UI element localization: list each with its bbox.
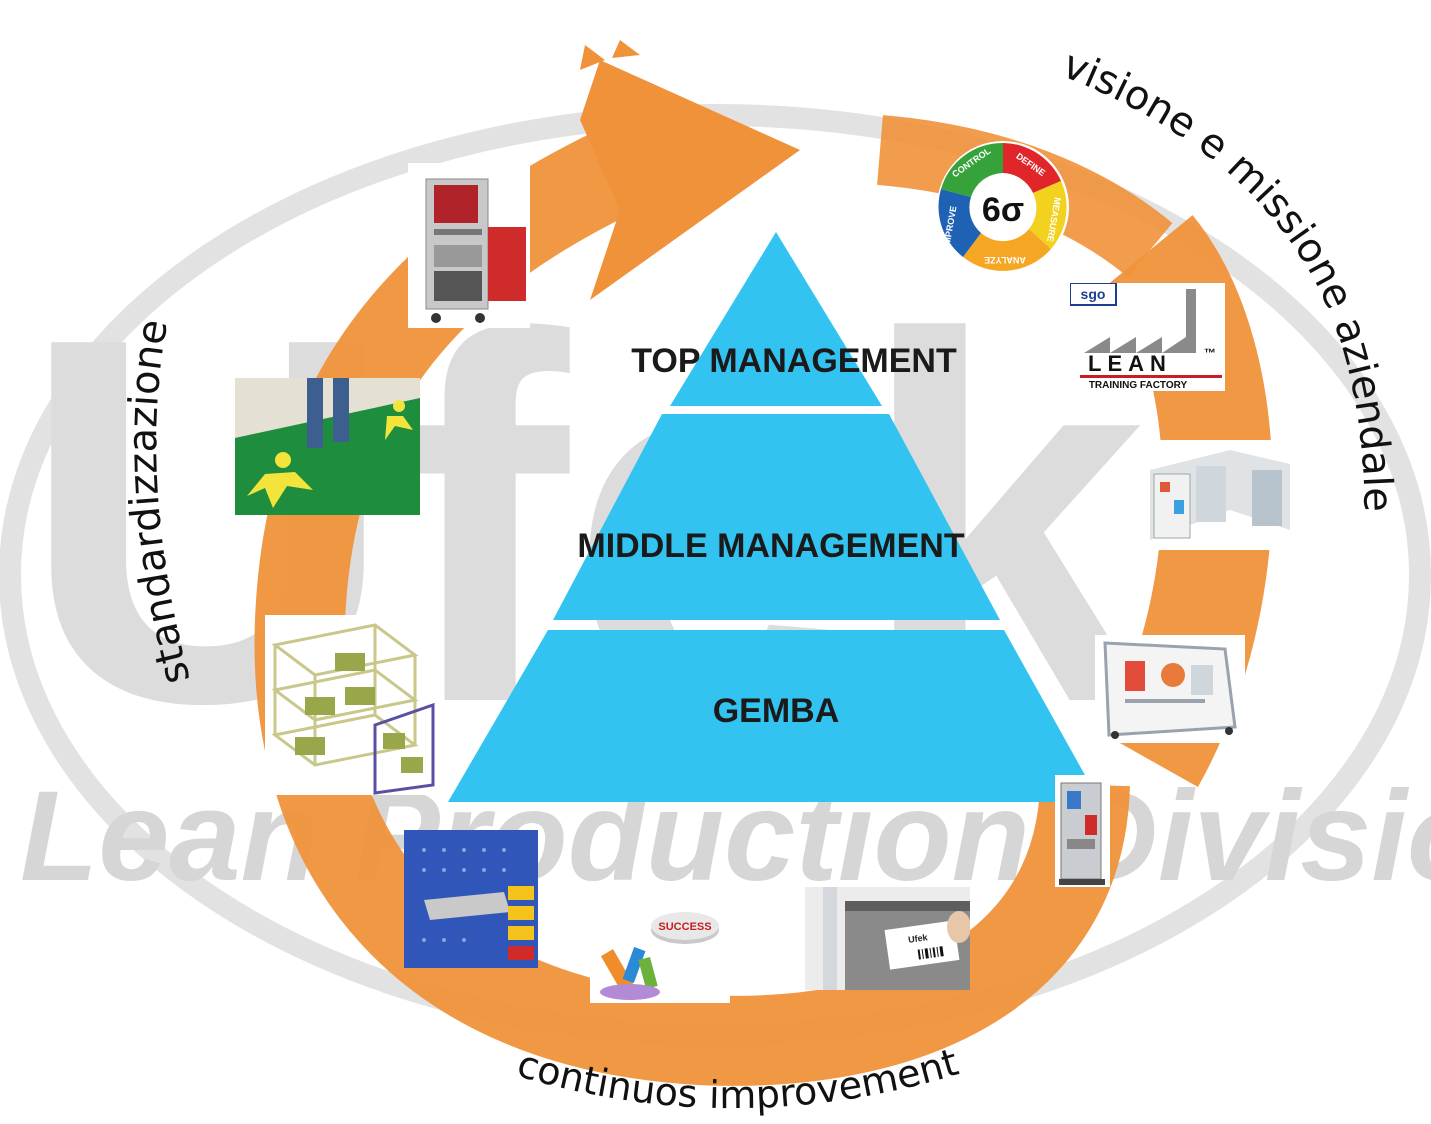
six-sigma-center: 6σ (982, 191, 1024, 229)
lean-training-factory-logo: sgo LEAN ™ TRAINING FACTORY (1070, 283, 1225, 391)
crate-label-text: Ufek (907, 932, 929, 945)
lean-logo-small: sgo (1081, 286, 1106, 302)
pyramid-level-top (670, 232, 882, 406)
crate-label-image: Ufek (805, 887, 970, 990)
workstation-image (1055, 775, 1110, 887)
success-sign-text: SUCCESS (658, 921, 711, 933)
tool-panel-image (404, 830, 538, 968)
lean-logo-caption: TRAINING FACTORY (1089, 380, 1188, 391)
pyramid-label-middle: MIDDLE MANAGEMENT (577, 527, 964, 565)
bin-rack-image (265, 615, 435, 795)
pyramid-level-bottom (448, 630, 1100, 802)
computer-cabinet-image (408, 163, 530, 328)
pyramid-label-top: TOP MANAGEMENT (631, 342, 957, 380)
floor-marking-image (235, 378, 420, 515)
visual-board-image (1095, 635, 1245, 743)
lean-logo-tm: ™ (1204, 346, 1216, 360)
arrow-head (580, 60, 800, 300)
success-image: SUCCESS (590, 900, 730, 1003)
six-sigma-analyze: ANALYZE (984, 255, 1026, 265)
lean-logo-word: LEAN (1088, 351, 1172, 376)
training-booth-image (1140, 440, 1300, 550)
pyramid-label-bottom: GEMBA (713, 692, 840, 730)
management-pyramid: TOP MANAGEMENT MIDDLE MANAGEMENT GEMBA (448, 232, 1100, 802)
six-sigma-wheel-icon: 6σ DEFINE MEASURE ANALYZE IMPROVE CONTRO… (933, 137, 1073, 277)
pyramid-level-middle (553, 414, 1000, 620)
